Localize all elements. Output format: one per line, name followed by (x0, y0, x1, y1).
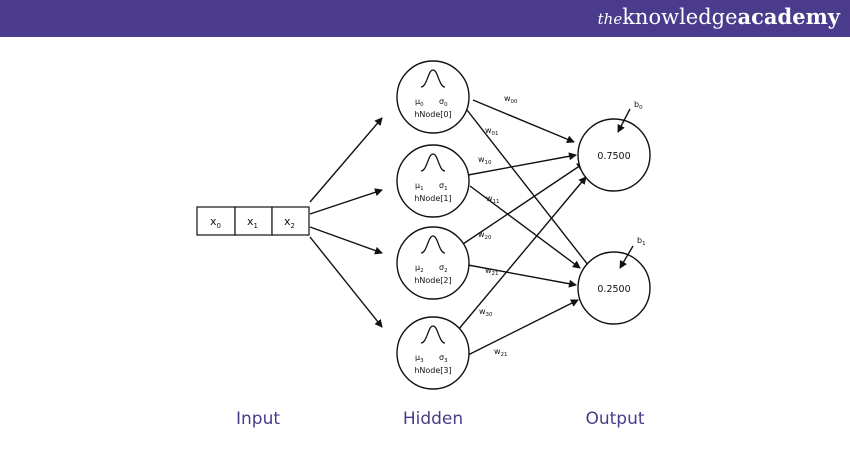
weight-label-w00: w00 (504, 94, 518, 105)
edge-w00-arrow (472, 99, 575, 144)
input-to-hidden-2-arrow (309, 226, 383, 255)
brand-header-bar: theknowledgeacademy (0, 0, 850, 37)
bias-0-arrow (617, 108, 631, 133)
bias-1-arrow (619, 245, 634, 269)
hidden-node-1-circle (396, 144, 470, 218)
input-label-1: x1 (247, 215, 258, 230)
edge-w20-arrow (459, 162, 585, 247)
edge-w01-arrow (466, 109, 593, 271)
hidden-layer-label: Hidden (402, 409, 464, 429)
input-vector: x0 x1 x2 (196, 206, 310, 236)
hidden-node-0-name: hNode[0] (414, 110, 451, 119)
bias-1-label: b1 (637, 236, 646, 247)
edge-w11-arrow (469, 185, 581, 269)
hidden-node-2-mu: μ2 (415, 263, 424, 274)
input-cell-2 (271, 206, 310, 236)
input-to-hidden-0-arrow (309, 117, 383, 203)
output-layer-label: Output (585, 409, 645, 429)
hidden-node-2-name: hNode[2] (414, 276, 451, 285)
brand-logo-prefix: the (597, 10, 623, 28)
weight-label-w31: w21 (494, 347, 508, 358)
weight-label-w20: w20 (478, 230, 492, 241)
gaussian-curve-icon (420, 69, 446, 88)
input-label-2: x2 (284, 215, 295, 230)
output-node-1-value: 0.2500 (597, 284, 630, 295)
hidden-node-3-name: hNode[3] (414, 366, 451, 375)
input-to-hidden-1-arrow (309, 188, 383, 215)
hidden-node-0-sigma: σ0 (439, 97, 448, 108)
hidden-node-2-sigma: σ2 (439, 263, 448, 274)
edge-w21-arrow (467, 264, 577, 288)
output-node-0-circle (577, 118, 651, 192)
hidden-node-0-circle (396, 60, 470, 134)
hidden-node-3-circle (396, 316, 470, 390)
input-label-0: x0 (210, 215, 221, 230)
hidden-node-1-name: hNode[1] (414, 194, 451, 203)
input-to-hidden-3-arrow (309, 236, 383, 328)
weight-label-w21: w21 (485, 266, 499, 277)
hidden-node-1-sigma: σ1 (439, 181, 448, 192)
brand-logo-middle: knowledge (622, 5, 738, 29)
gaussian-curve-icon (420, 235, 446, 254)
bias-0-label: b0 (634, 100, 643, 111)
output-node-0: 0.7500 b0 (577, 100, 651, 192)
input-hidden-edges (309, 117, 383, 328)
input-layer-label: Input (235, 409, 281, 429)
gaussian-curve-icon (420, 153, 446, 172)
weight-label-w11: w11 (486, 194, 500, 205)
edge-w10-arrow (467, 152, 577, 176)
edge-w31-arrow (467, 299, 579, 356)
hidden-output-edges (457, 99, 593, 356)
hidden-node-2-circle (396, 226, 470, 300)
weight-labels: w00 w01 w10 w11 w20 w21 w30 w21 (478, 94, 518, 358)
input-cell-0 (196, 206, 236, 236)
hidden-node-0-mu: μ0 (415, 97, 424, 108)
hidden-node-1: μ1 σ1 hNode[1] (396, 144, 470, 218)
hidden-node-3-mu: μ3 (415, 353, 424, 364)
weight-label-w10: w10 (478, 155, 492, 166)
output-node-1: 0.2500 b1 (577, 236, 651, 325)
gaussian-curve-icon (420, 325, 446, 344)
hidden-node-3: μ3 σ3 hNode[3] (396, 316, 470, 390)
hidden-node-0: μ0 σ0 hNode[0] (396, 60, 470, 134)
rbf-network-diagram: x0 x1 x2 w00 w01 w10 w11 w20 w21 w30 w21… (196, 60, 651, 390)
hidden-node-3-sigma: σ3 (439, 353, 448, 364)
weight-label-w01: w01 (485, 126, 499, 137)
output-node-1-circle (577, 251, 651, 325)
input-cell-1 (234, 206, 273, 236)
edge-w30-arrow (457, 176, 587, 331)
brand-logo: theknowledgeacademy (598, 4, 840, 29)
hidden-node-2: μ2 σ2 hNode[2] (396, 226, 470, 300)
hidden-node-1-mu: μ1 (415, 181, 424, 192)
output-node-0-value: 0.7500 (597, 151, 630, 162)
weight-label-w30: w30 (479, 307, 493, 318)
brand-logo-suffix: academy (737, 4, 840, 29)
